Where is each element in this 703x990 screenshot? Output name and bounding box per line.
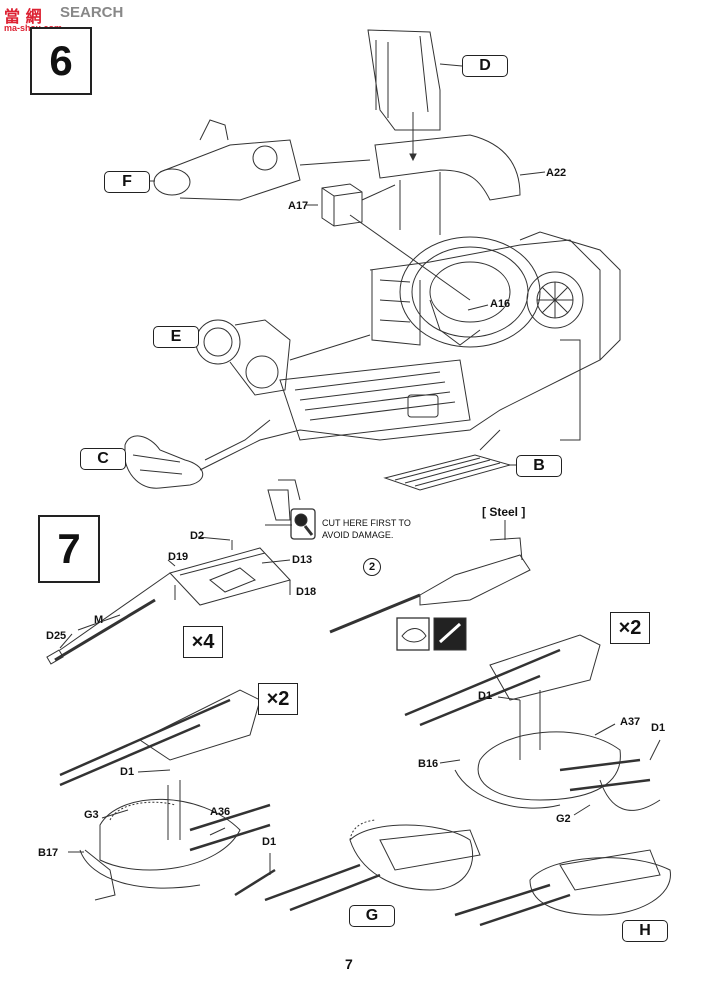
main-body — [199, 231, 621, 471]
part-tag-b: B — [516, 455, 562, 477]
fold-icons — [396, 617, 467, 651]
label-d1-left: D1 — [120, 766, 135, 778]
note-line-2: AVOID DAMAGE. — [322, 530, 394, 540]
gun-assembly-d19 — [46, 540, 291, 665]
part-tag-f: F — [104, 171, 150, 193]
part-b-grille — [383, 429, 518, 491]
warning-icon — [290, 508, 316, 540]
part-tag-c: C — [80, 448, 126, 470]
label-a17: A17 — [288, 200, 309, 212]
part-tag-g: G — [349, 905, 395, 927]
part-tag-d: D — [462, 55, 508, 77]
cutter-icon — [265, 479, 301, 526]
page-number: 7 — [345, 956, 353, 972]
label-m: M — [94, 614, 104, 626]
circled-number-text: 2 — [368, 561, 376, 573]
turret-h — [454, 849, 671, 927]
part-tag-e: E — [153, 326, 199, 348]
label-d25: D25 — [46, 630, 67, 642]
steel-gun — [329, 520, 531, 634]
label-a36: A36 — [210, 806, 231, 818]
label-g2: G2 — [556, 813, 571, 825]
label-d2: D2 — [190, 530, 205, 542]
part-a22-shield — [374, 134, 546, 235]
label-d1-right: D1 — [478, 690, 493, 702]
label-b17: B17 — [38, 847, 59, 859]
part-c-fender — [110, 419, 271, 489]
turret-left — [59, 689, 276, 901]
multiplier-x2-right: ×2 — [610, 612, 650, 644]
watermark-logo: 當 網 — [4, 7, 42, 26]
circled-number-2: 2 — [363, 558, 381, 576]
multiplier-x2-left: ×2 — [258, 683, 298, 715]
step-6-box: 6 — [30, 27, 92, 95]
part-f — [138, 119, 371, 201]
label-d1-left-turret-2: D1 — [262, 836, 277, 848]
part-tag-h: H — [622, 920, 668, 942]
label-a22: A22 — [546, 167, 567, 179]
label-d18: D18 — [296, 586, 317, 598]
note-line-1: CUT HERE FIRST TO — [322, 518, 411, 528]
label-d1-right-2: D1 — [651, 722, 666, 734]
cut-warning-note: CUT HERE FIRST TO AVOID DAMAGE. — [322, 517, 411, 541]
multiplier-x4: ×4 — [183, 626, 223, 658]
label-a16: A16 — [490, 298, 511, 310]
label-a37: A37 — [620, 716, 641, 728]
label-g3: G3 — [84, 809, 99, 821]
label-b16: B16 — [418, 758, 439, 770]
turret-g — [264, 819, 481, 912]
step-7-box: 7 — [38, 515, 100, 583]
watermark-text: SEARCH — [60, 4, 124, 21]
part-a17 — [305, 183, 396, 227]
label-d19: D19 — [168, 551, 189, 563]
steel-label: [ Steel ] — [482, 505, 526, 519]
part-d-frame — [367, 29, 463, 131]
turret-right — [404, 634, 661, 811]
label-d13: D13 — [292, 554, 313, 566]
